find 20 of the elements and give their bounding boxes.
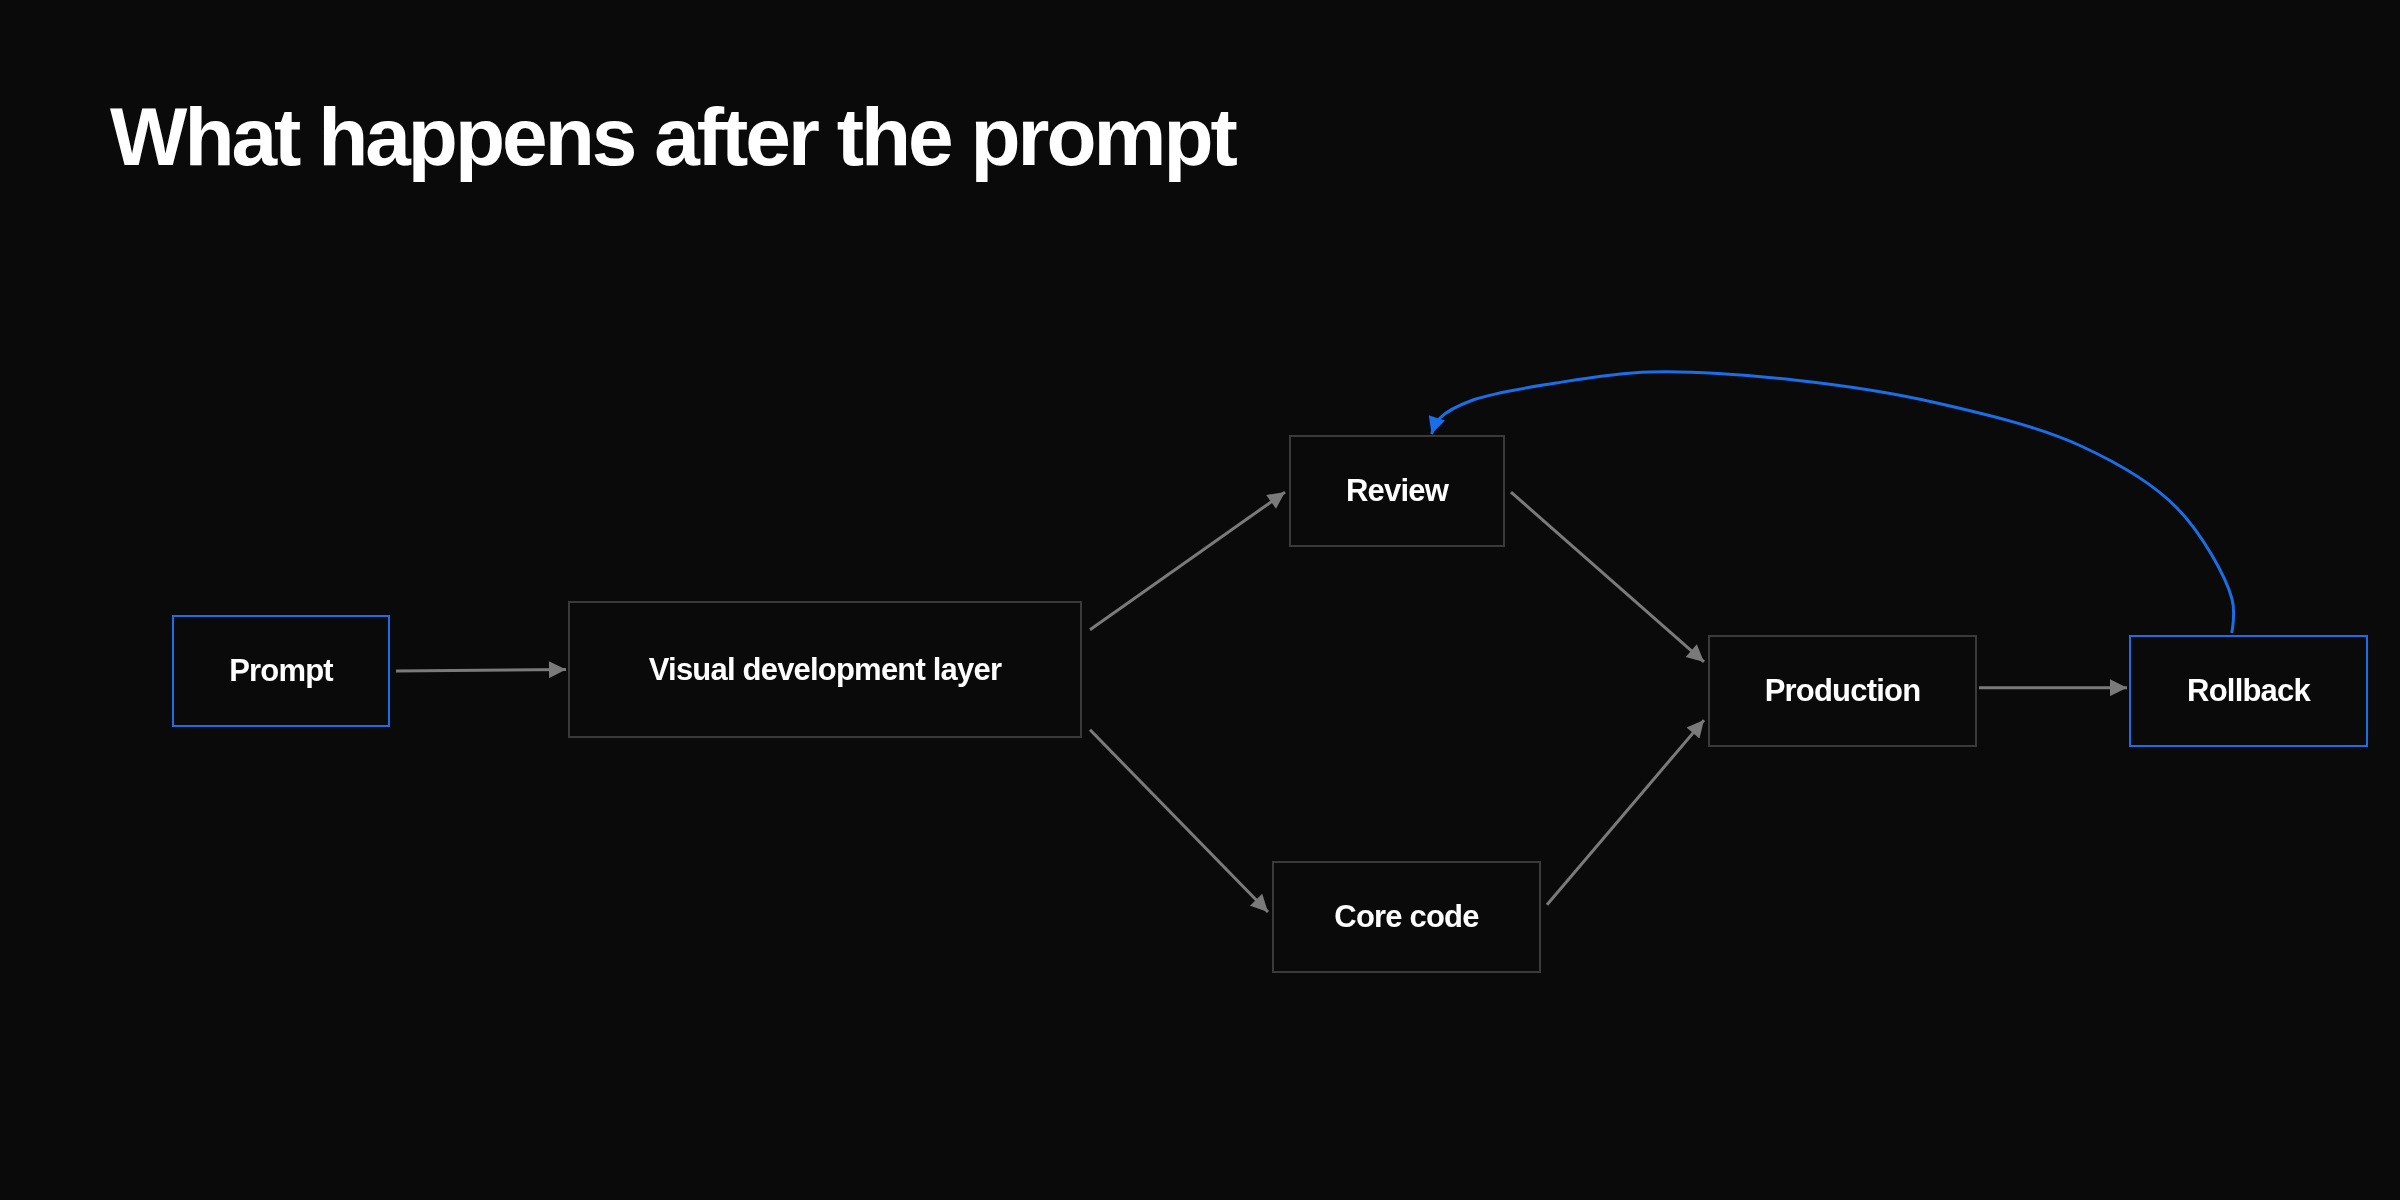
node-label: Rollback: [2187, 672, 2310, 710]
node-label: Review: [1345, 472, 1448, 510]
process-box: [1289, 435, 1505, 547]
process-box: [568, 601, 1082, 738]
process-box: [172, 615, 390, 727]
feedback-arrow: [1428, 370, 2236, 634]
node-label: Prompt: [229, 652, 333, 690]
node-label: Visual development layer: [648, 650, 1002, 689]
arrow: [1089, 490, 1286, 631]
arrow: [1979, 679, 2127, 697]
arrow: [396, 661, 566, 679]
title: What happens after the prompt: [110, 92, 1235, 183]
process-box: [1708, 635, 1977, 747]
node-label: Core code: [1334, 898, 1479, 936]
arrow: [1510, 491, 1705, 663]
node-label: Production: [1764, 672, 1921, 710]
process-box: [1272, 861, 1541, 973]
arrow: [1545, 719, 1706, 906]
arrow: [1088, 728, 1270, 913]
process-box: [2129, 635, 2368, 747]
